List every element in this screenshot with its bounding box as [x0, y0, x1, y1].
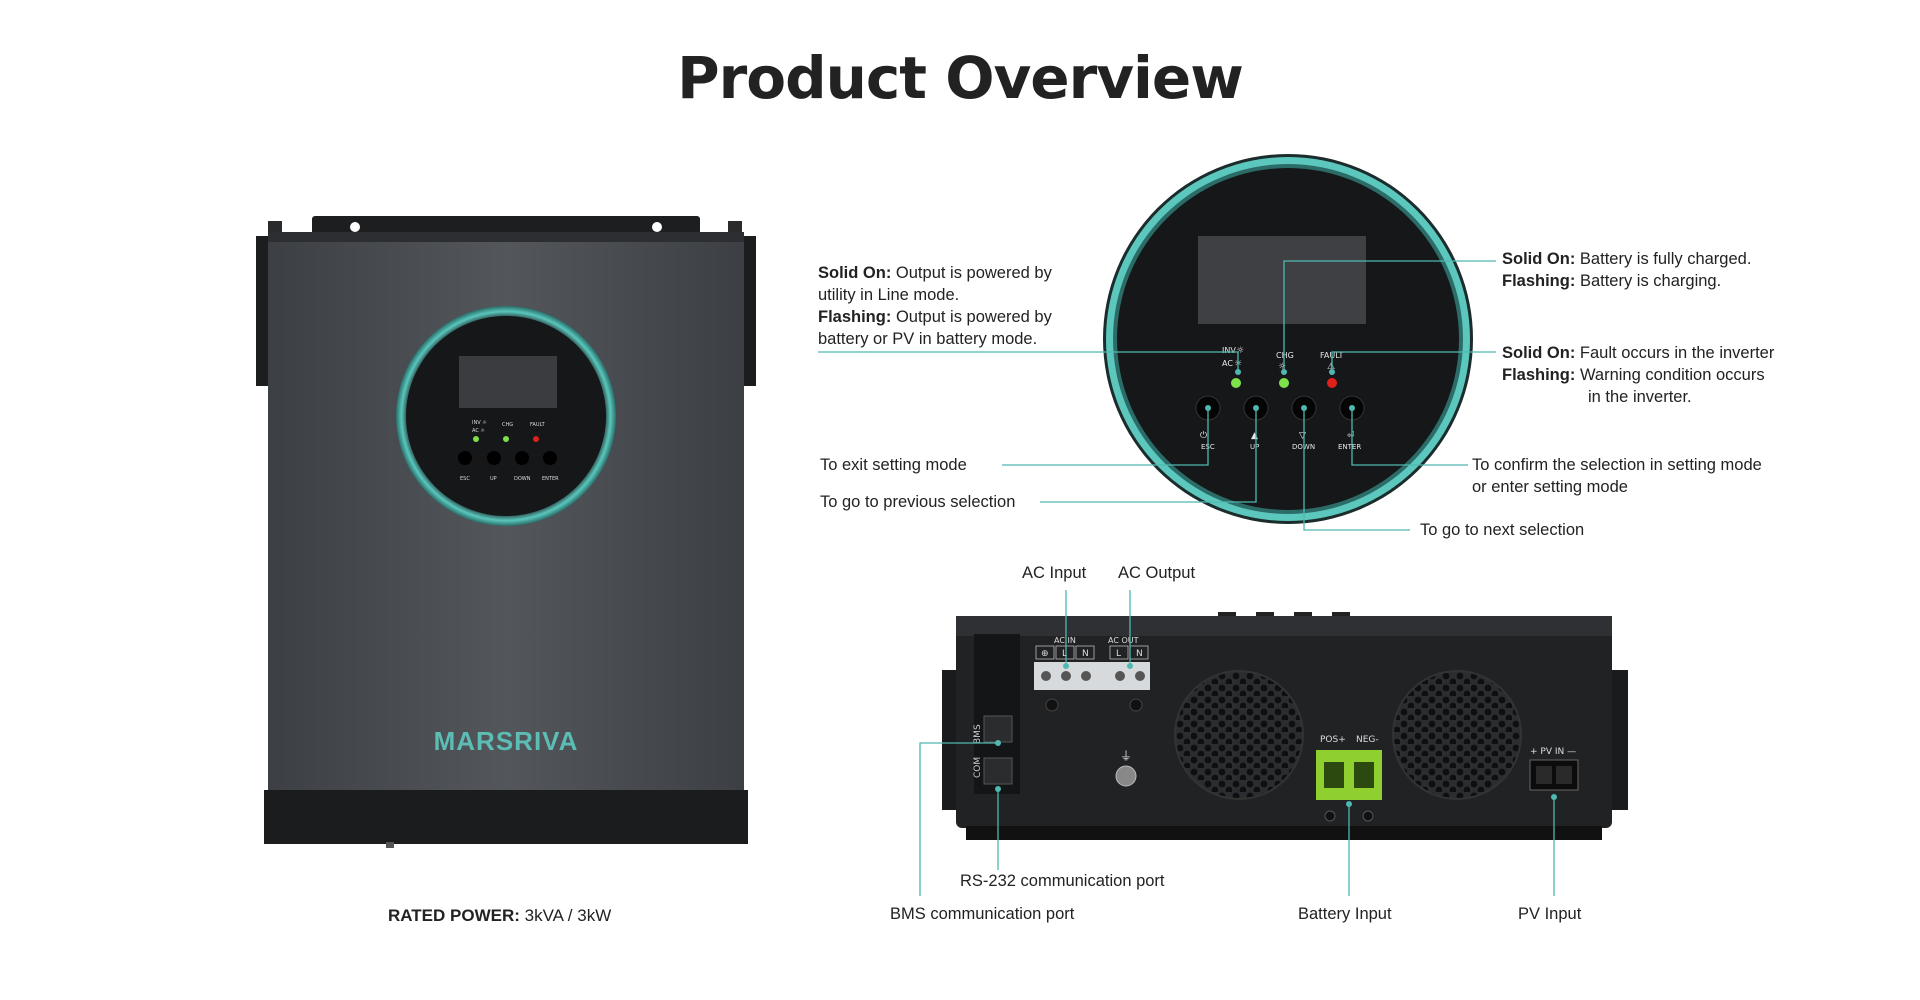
esc-annotation: To exit setting mode	[820, 456, 967, 474]
inv-solid-text: Output is powered by	[895, 264, 1052, 282]
inverter-bottom-view: BMS COM AC IN AC OUT ⊕ L N L N ⏚	[919, 590, 1628, 896]
inv-flash-text-2: battery or PV in battery mode.	[818, 330, 1038, 348]
battery-input-label: Battery Input	[1298, 905, 1392, 923]
enter-annotation-line-2: or enter setting mode	[1472, 478, 1628, 496]
pv-input-label: PV Input	[1518, 905, 1582, 923]
flashing-label: Flashing:	[1502, 366, 1576, 384]
cooling-fan-right	[1393, 671, 1521, 799]
com-port	[983, 757, 1013, 785]
inverter-front-view: INV ☼ AC ☼ CHG FAULT ESC UP DOWN ENTER M…	[256, 216, 756, 848]
power-icon: ⏻	[1200, 430, 1207, 441]
ac-in-l-label: L	[1062, 649, 1067, 659]
svg-text:ESC: ESC	[460, 476, 470, 482]
enter-annotation-line-1: To confirm the selection in setting mode	[1472, 456, 1762, 474]
fault-led	[1327, 378, 1337, 388]
ac-in-tag: AC IN	[1054, 636, 1076, 645]
cooling-fan-left	[1175, 671, 1303, 799]
fault-solid-text: Fault occurs in the inverter	[1579, 344, 1775, 362]
svg-text:ENTER: ENTER	[542, 476, 559, 482]
ground-icon: ⊕	[1041, 649, 1049, 659]
up-button-label: UP	[1250, 443, 1259, 451]
svg-text:DOWN: DOWN	[514, 476, 531, 482]
rated-power-label: RATED POWER:	[388, 906, 520, 925]
control-panel-zoom: INV ☼ AC ☼ CHG ☼ FAULT ⚠ ⏻ ESC ▲ UP ▽	[818, 154, 1496, 531]
fault-flash-text-2: in the inverter.	[1588, 388, 1692, 406]
ac-output-label: AC Output	[1118, 564, 1196, 582]
svg-text:UP: UP	[490, 476, 497, 482]
up-arrow-icon: ▲	[1251, 431, 1258, 441]
svg-text:INV ☼: INV ☼	[472, 420, 487, 426]
down-annotation: To go to next selection	[1420, 521, 1585, 539]
sun-icon: ☼	[1236, 346, 1244, 356]
down-arrow-icon: ▽	[1299, 431, 1306, 441]
bms-comm-port-label: BMS communication port	[890, 905, 1075, 923]
ac-input-label: AC Input	[1022, 564, 1087, 582]
inv-flash-text: Output is powered by	[895, 308, 1052, 326]
chg-flash-text: Battery is charging.	[1579, 272, 1722, 290]
fault-flash-text: Warning condition occurs	[1579, 366, 1765, 384]
svg-text:FAULT: FAULT	[530, 422, 546, 428]
enter-icon: ⏎	[1347, 431, 1355, 441]
chg-indicator-label: CHG	[1276, 351, 1294, 360]
solid-on-label: Solid On:	[818, 264, 892, 282]
flashing-label: Flashing:	[1502, 272, 1576, 290]
inv-solid-text-2: utility in Line mode.	[818, 286, 960, 304]
solid-on-label: Solid On:	[1502, 344, 1576, 362]
inv-indicator-label: INV	[1222, 346, 1236, 355]
inv-led	[1231, 378, 1241, 388]
ac-indicator-label: AC	[1222, 359, 1233, 368]
sun-icon: ☼	[1278, 362, 1286, 372]
warning-icon: ⚠	[1327, 362, 1335, 372]
ac-in-n-label: N	[1082, 649, 1089, 659]
earth-icon: ⏚	[1120, 749, 1132, 763]
rated-power-value: 3kVA / 3kW	[524, 906, 612, 925]
enter-annotation: To confirm the selection in setting mode…	[1472, 454, 1762, 498]
com-port-label: COM	[973, 757, 983, 778]
page-title: Product Overview	[677, 44, 1244, 112]
brand-logo: MARSRIVA	[434, 726, 579, 756]
inv-led-annotation: Solid On: Output is powered by utility i…	[818, 262, 1052, 350]
ac-out-n-label: N	[1136, 649, 1143, 659]
pos-tag: POS+	[1320, 735, 1346, 745]
chg-led	[1279, 378, 1289, 388]
ac-out-l-label: L	[1116, 649, 1121, 659]
ac-out-tag: AC OUT	[1108, 636, 1139, 645]
svg-text:AC ☼: AC ☼	[472, 428, 485, 434]
up-annotation: To go to previous selection	[820, 493, 1016, 511]
bottom-callout-lines	[919, 590, 1555, 896]
rated-power: RATED POWER: 3kVA / 3kW	[388, 906, 611, 926]
neg-tag: NEG-	[1356, 735, 1379, 745]
pv-tag: + PV IN —	[1530, 747, 1576, 757]
rs232-port-label: RS-232 communication port	[960, 872, 1165, 890]
solid-on-label: Solid On:	[1502, 250, 1576, 268]
svg-text:CHG: CHG	[502, 422, 513, 428]
bms-port	[983, 715, 1013, 743]
lcd-screen-zoom	[1198, 236, 1366, 324]
flashing-label: Flashing:	[818, 308, 892, 326]
fault-led-annotation: Solid On: Fault occurs in the inverter F…	[1502, 342, 1774, 408]
chg-led-annotation: Solid On: Battery is fully charged. Flas…	[1502, 248, 1751, 292]
lcd-screen	[459, 356, 557, 408]
enter-button-label: ENTER	[1338, 443, 1361, 451]
callout-lines	[818, 260, 1496, 531]
bms-port-label: BMS	[973, 724, 983, 744]
chg-solid-text: Battery is fully charged.	[1579, 250, 1752, 268]
